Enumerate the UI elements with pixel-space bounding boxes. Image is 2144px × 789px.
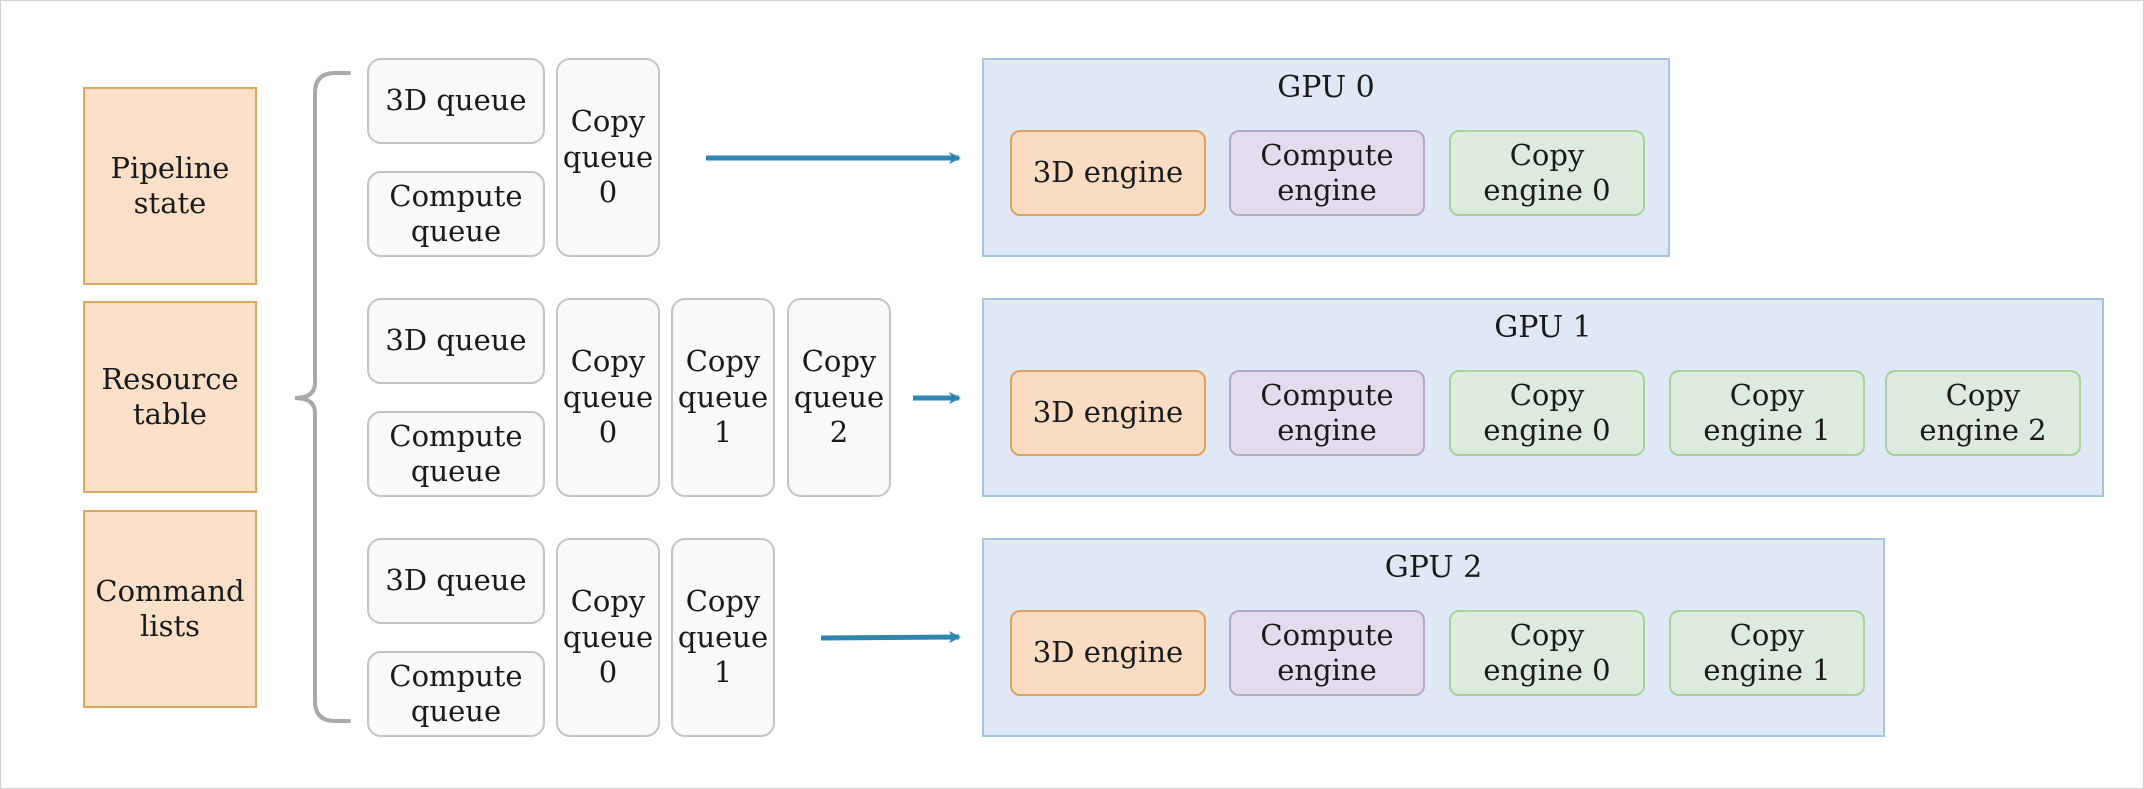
arrow-to-gpu2: [820, 631, 961, 644]
gpu1-copy-engine-2: Copy engine 2: [1885, 370, 2081, 456]
gpu2-3d-queue: 3D queue: [367, 538, 545, 624]
gpu1-copy-queue-0: Copy queue 0: [556, 298, 660, 497]
gpu2-3d-engine: 3D engine: [1010, 610, 1206, 696]
gpu2-copy-engine-1: Copy engine 1: [1669, 610, 1865, 696]
gpu0-compute-queue: Compute queue: [367, 171, 545, 257]
gpu2-copy-queue-1: Copy queue 1: [671, 538, 775, 737]
gpu1-3d-queue: 3D queue: [367, 298, 545, 384]
gpu1-copy-queue-1: Copy queue 1: [671, 298, 775, 497]
gpu1-copy-engine-1: Copy engine 1: [1669, 370, 1865, 456]
gpu0-3d-queue: 3D queue: [367, 58, 545, 144]
gpu1-3d-engine: 3D engine: [1010, 370, 1206, 456]
gpu0-compute-engine: Compute engine: [1229, 130, 1425, 216]
resource-table-box: Resource table: [83, 301, 257, 493]
command-lists-box: Command lists: [83, 510, 257, 708]
gpu2-copy-queue-0: Copy queue 0: [556, 538, 660, 737]
gpu2-copy-engine-0: Copy engine 0: [1449, 610, 1645, 696]
gpu1-compute-engine: Compute engine: [1229, 370, 1425, 456]
gpu0-title: GPU 0: [1277, 70, 1375, 105]
pipeline-state-box: Pipeline state: [83, 87, 257, 285]
gpu0-copy-engine-0: Copy engine 0: [1449, 130, 1645, 216]
gpu2-compute-queue: Compute queue: [367, 651, 545, 737]
gpu2-panel: GPU 2 3D engine Compute engine Copy engi…: [982, 538, 1885, 737]
gpu1-copy-queue-2: Copy queue 2: [787, 298, 891, 497]
gpu1-compute-queue: Compute queue: [367, 411, 545, 497]
gpu0-copy-queue-0: Copy queue 0: [556, 58, 660, 257]
gpu1-copy-engine-0: Copy engine 0: [1449, 370, 1645, 456]
gpu0-3d-engine: 3D engine: [1010, 130, 1206, 216]
grouping-brace: [294, 71, 351, 723]
gpu1-panel: GPU 1 3D engine Compute engine Copy engi…: [982, 298, 2104, 497]
gpu0-panel: GPU 0 3D engine Compute engine Copy engi…: [982, 58, 1670, 257]
gpu1-title: GPU 1: [1494, 310, 1592, 345]
gpu2-title: GPU 2: [1384, 550, 1483, 585]
gpu2-compute-engine: Compute engine: [1229, 610, 1425, 696]
